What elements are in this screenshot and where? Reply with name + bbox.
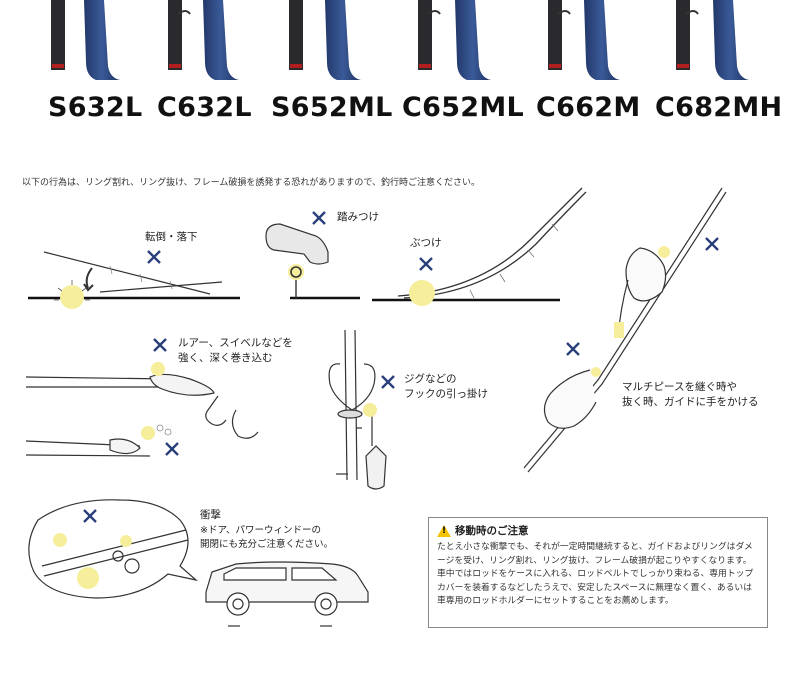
label-jig-line2: フックの引っ掛け <box>404 388 488 400</box>
cross-fall <box>147 250 161 264</box>
label-lure-line1: ルアー、スイベルなどを <box>178 337 293 349</box>
label-impact-line1: ※ドア、パワーウィンドーの <box>200 525 322 536</box>
rod-photo-s652ml <box>289 0 361 80</box>
cross-impact <box>83 509 97 523</box>
cross-jig <box>381 375 395 389</box>
rod-photo-c652ml <box>418 0 491 80</box>
warning-icon: ! <box>437 524 451 537</box>
rod-photo-c682mh <box>676 0 749 80</box>
label-fall: 転倒・落下 <box>145 231 198 243</box>
cross-multipiece-top <box>705 237 719 251</box>
rod-photo-c662m <box>548 0 620 80</box>
notice-title-row: ! 移動時のご注意 <box>437 523 759 538</box>
impact-spark <box>60 285 84 309</box>
notice-title: 移動時のご注意 <box>455 525 529 537</box>
scene-fall <box>28 251 240 309</box>
scene-step <box>265 223 360 300</box>
notice-paragraph-1: たとえ小さな衝撃でも、それが一定時間継続すると、ガイドおよびリングはダメージを受… <box>437 542 753 566</box>
intro-text: 以下の行為は、リング割れ、リング抜け、フレーム破損を誘発する恐れがありますので、… <box>22 178 481 188</box>
model-c682mh: C682MH <box>655 92 783 123</box>
cross-lure-top <box>153 338 167 352</box>
model-s632l: S632L <box>48 92 143 123</box>
model-c662m: C662M <box>536 92 641 123</box>
label-lure-line2: 強く、深く巻き込む <box>178 352 273 364</box>
cross-step <box>312 211 326 225</box>
label-multipiece-line2: 抜く時、ガイドに手をかける <box>622 396 759 408</box>
rod-photo-row <box>51 0 749 80</box>
scene-impact <box>28 499 369 627</box>
label-multipiece-line1: マルチピースを継ぐ時や <box>622 381 737 393</box>
transport-notice-box: ! 移動時のご注意 たとえ小さな衝撃でも、それが一定時間継続すると、ガイドおよび… <box>428 517 768 628</box>
label-impact-title: 衝撃 <box>200 509 221 521</box>
model-s652ml: S652ML <box>271 92 393 123</box>
scene-hit <box>372 187 587 306</box>
cross-hit <box>419 257 433 271</box>
model-c652ml: C652ML <box>402 92 525 123</box>
scene-jig <box>328 329 387 490</box>
scene-multipiece <box>523 187 727 473</box>
notice-paragraph-2: 車中ではロッドをケースに入れる、ロッドベルトでしっかり束ねる、専用トップカバーを… <box>437 569 754 607</box>
cross-multipiece-bottom <box>566 342 580 356</box>
label-impact-line2: 開閉にも充分ご注意ください。 <box>200 539 334 550</box>
scene-lure <box>25 362 259 457</box>
label-jig-line1: ジグなどの <box>404 373 457 385</box>
model-c632l: C632L <box>157 92 252 123</box>
cross-lure-bottom <box>165 442 179 456</box>
label-step: 踏みつけ <box>337 211 379 223</box>
rod-photo-s632l <box>51 0 120 80</box>
rod-photo-c632l <box>168 0 239 80</box>
label-hit: ぶつけ <box>410 237 442 249</box>
